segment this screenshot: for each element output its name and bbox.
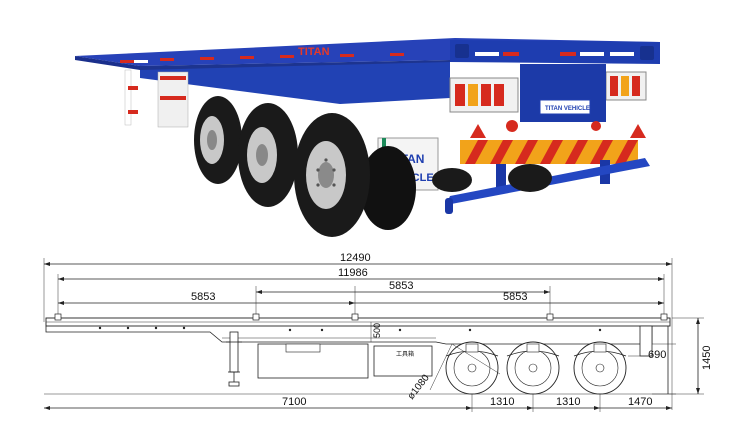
dim-deck-height-rear: 690 bbox=[648, 349, 666, 361]
trailer-photo: TITAN bbox=[75, 38, 660, 237]
toolbox bbox=[373, 345, 433, 377]
technical-drawing: 12490 11986 5853 5853 5853 bbox=[43, 252, 713, 412]
dim-lock-spacing-3: 5853 bbox=[503, 291, 527, 303]
rear-light-left bbox=[449, 77, 519, 113]
dim-lock-spacing-2: 5853 bbox=[389, 280, 413, 292]
dim-frame-depth: 500 bbox=[372, 323, 382, 338]
landing-gear bbox=[124, 69, 132, 126]
rear-brand-label: TITAN VEHICLE bbox=[545, 106, 590, 112]
axle-3 bbox=[573, 341, 627, 395]
rear-tire bbox=[432, 164, 552, 192]
dim-kingpin-to-axle: 7100 bbox=[282, 396, 306, 408]
rear-warning-stripe bbox=[460, 140, 638, 164]
front-brand-name: TITAN bbox=[298, 46, 330, 58]
landing-leg-drawing bbox=[226, 331, 242, 387]
side-reflector-strip bbox=[120, 53, 404, 63]
dim-deck-length: 11986 bbox=[338, 267, 368, 279]
rear-light-right bbox=[605, 71, 647, 101]
rear-frame bbox=[450, 40, 660, 64]
twist-locks bbox=[54, 313, 668, 321]
dim-tire-diameter: ø1080 bbox=[406, 372, 432, 401]
dim-lock-spacing-1: 5853 bbox=[191, 291, 215, 303]
tire-1 bbox=[194, 96, 242, 184]
axle-2 bbox=[506, 341, 560, 395]
tire-2 bbox=[238, 103, 298, 207]
dim-overall-length: 12490 bbox=[340, 252, 371, 264]
dim-overall-height: 1450 bbox=[701, 346, 713, 370]
axle-1 bbox=[445, 341, 499, 395]
dim-axle-spacing-1: 1310 bbox=[490, 396, 514, 408]
toolbox-label: 工具箱 bbox=[396, 350, 414, 358]
tire-3 bbox=[294, 113, 416, 237]
dim-axle-spacing-2: 1310 bbox=[556, 396, 580, 408]
deck-holes bbox=[98, 326, 602, 332]
rear-brand-panel bbox=[539, 99, 591, 115]
side-rail bbox=[140, 62, 450, 104]
dim-rear-overhang: 1470 bbox=[628, 396, 652, 408]
